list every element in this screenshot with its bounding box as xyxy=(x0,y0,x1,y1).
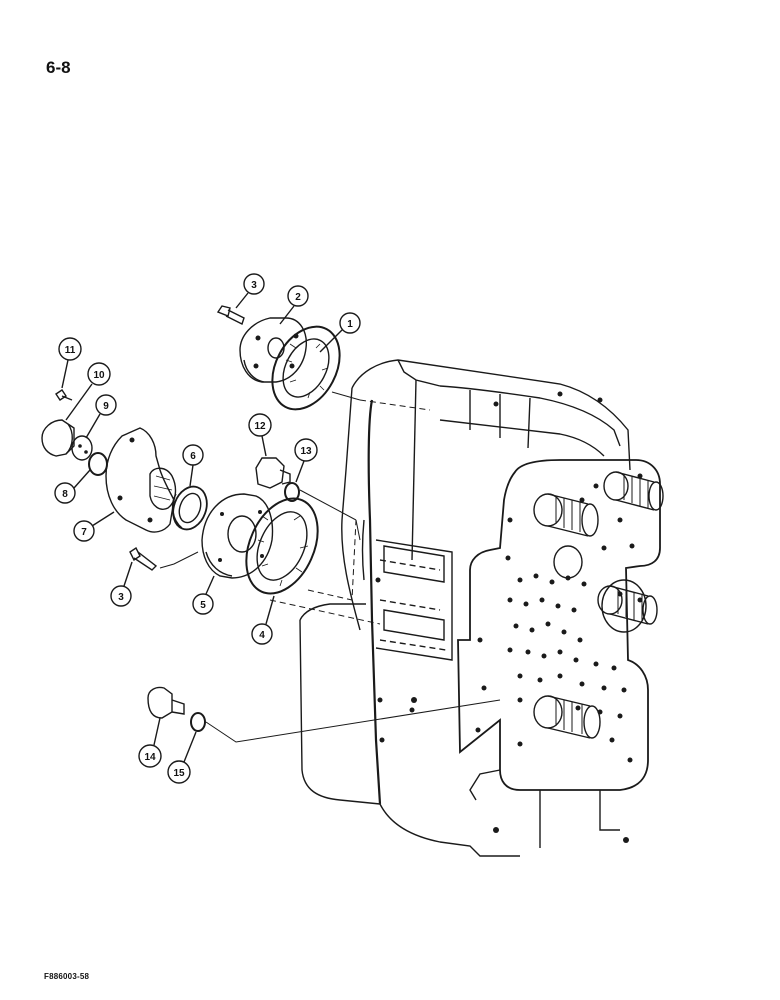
end-cap xyxy=(41,419,75,457)
callout-15: 15 xyxy=(167,731,197,784)
svg-text:7: 7 xyxy=(81,527,87,538)
callout-5: 5 xyxy=(192,575,215,615)
output-shaft-lower xyxy=(533,695,601,739)
seal xyxy=(171,485,208,531)
transmission-housing xyxy=(299,359,664,857)
callout-6: 6 xyxy=(182,444,204,487)
callouts: 1 2 3 3 4 5 6 7 8 9 10 11 12 13 14 15 xyxy=(54,273,361,784)
callout-3-lower: 3 xyxy=(110,561,133,607)
svg-text:5: 5 xyxy=(200,600,206,611)
svg-text:14: 14 xyxy=(144,752,156,763)
callout-1: 1 xyxy=(319,312,361,353)
bolt-lower xyxy=(129,546,158,571)
yoke-flange xyxy=(105,427,177,533)
callout-10: 10 xyxy=(65,362,111,421)
svg-text:3: 3 xyxy=(251,280,257,291)
callout-11: 11 xyxy=(58,337,82,389)
bolt-small xyxy=(55,389,73,401)
o-ring-lower xyxy=(190,712,206,732)
bolt-upper xyxy=(216,305,245,325)
svg-text:13: 13 xyxy=(300,446,312,457)
retainer-plate xyxy=(201,493,274,579)
svg-text:3: 3 xyxy=(118,592,124,603)
svg-text:12: 12 xyxy=(254,421,266,432)
callout-8: 8 xyxy=(54,469,91,504)
figure-code: F886003-58 xyxy=(44,972,90,981)
plug-lower xyxy=(147,686,185,719)
svg-text:2: 2 xyxy=(295,292,301,303)
gasket-upper xyxy=(271,325,341,411)
o-ring-small xyxy=(88,452,108,476)
svg-text:8: 8 xyxy=(62,489,68,500)
callout-14: 14 xyxy=(138,717,162,768)
callout-12: 12 xyxy=(248,413,272,457)
callout-7: 7 xyxy=(73,511,115,542)
callout-4: 4 xyxy=(251,595,275,645)
callout-9: 9 xyxy=(85,394,117,439)
o-ring-upper xyxy=(284,482,300,502)
svg-text:11: 11 xyxy=(65,345,76,356)
assembly-lines xyxy=(159,391,501,743)
output-shaft-upper-right xyxy=(603,471,664,511)
svg-text:1: 1 xyxy=(347,319,353,330)
callout-13: 13 xyxy=(294,438,318,483)
output-shaft-upper-left xyxy=(533,493,599,537)
page-number: 6-8 xyxy=(46,58,71,77)
gasket-lower xyxy=(245,497,319,595)
retainer xyxy=(71,435,93,461)
plug-upper xyxy=(255,457,291,489)
svg-text:10: 10 xyxy=(93,370,105,381)
callout-2: 2 xyxy=(279,285,309,325)
callout-3-upper: 3 xyxy=(235,273,265,309)
flange-bolts xyxy=(375,391,629,843)
output-shaft-middle xyxy=(597,585,658,625)
svg-text:9: 9 xyxy=(103,401,109,412)
svg-text:15: 15 xyxy=(173,768,185,779)
svg-text:6: 6 xyxy=(190,451,196,462)
svg-text:4: 4 xyxy=(259,630,265,641)
